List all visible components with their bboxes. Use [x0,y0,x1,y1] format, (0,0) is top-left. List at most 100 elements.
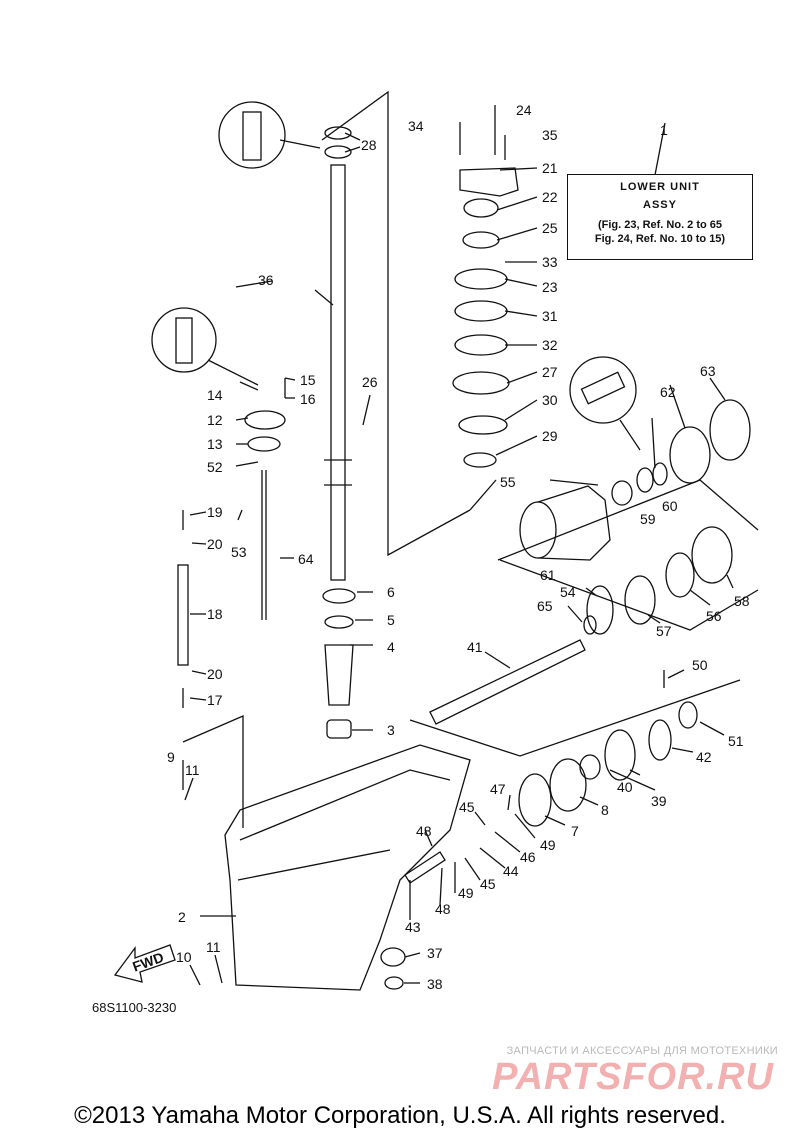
shim-57 [624,575,656,625]
callout-59: 59 [640,511,656,527]
callout-39: 39 [651,793,667,809]
part-12 [244,410,286,430]
diagram-code: 68S1100-3230 [92,1000,177,1015]
callout-3: 3 [387,722,395,738]
callout-11b: 11 [206,939,221,955]
callout-31: 31 [542,308,558,324]
callout-20a: 20 [207,536,223,552]
gasket-30 [458,415,508,435]
gear-54 [586,585,614,635]
prop-shaft-41 [429,639,586,725]
callout-labels: 1 2 3 4 5 6 7 8 9 10 11 11 12 13 14 15 1… [130,102,749,992]
oring-58 [691,526,733,584]
callout-30: 30 [542,392,558,408]
callout-10: 10 [176,949,192,965]
callout-34: 34 [408,118,424,134]
callout-51: 51 [728,733,744,749]
callout-53: 53 [231,544,247,560]
seal-60b [652,462,668,486]
callout-61: 61 [540,567,556,583]
ring-nut-63 [709,399,751,461]
title-box: LOWER UNIT ASSY (Fig. 23, Ref. No. 2 to … [567,174,753,260]
lower-case-2 [224,744,471,991]
part-3-bearing [326,719,352,739]
pinion-37 [380,947,406,967]
callout-42: 42 [696,749,712,765]
callout-20b: 20 [207,666,223,682]
callout-38: 38 [427,976,443,992]
callout-52: 52 [207,459,223,475]
detail-circle-oil-seal [218,101,286,169]
callout-5: 5 [387,612,395,628]
callout-14: 14 [207,387,223,403]
callout-54: 54 [560,584,576,600]
spring-51 [678,701,698,729]
seal-60a [636,467,654,493]
callout-45a: 45 [459,799,475,815]
callout-7: 7 [571,823,579,839]
callout-29: 29 [542,428,558,444]
callout-60: 60 [662,498,678,514]
callout-19: 19 [207,504,223,520]
callout-26: 26 [362,374,378,390]
callout-2: 2 [178,909,186,925]
bracket-line-main [321,90,471,557]
gasket-32 [454,334,508,356]
callout-48a: 48 [416,823,432,839]
callout-18: 18 [207,606,223,622]
watermark-brand: PARTSFOR.RU [492,1056,774,1098]
callout-28: 28 [361,137,377,153]
oring-29 [463,452,497,468]
callout-55: 55 [500,474,516,490]
callout-4: 4 [387,639,395,655]
plate-27 [452,371,510,395]
callout-62: 62 [660,384,676,400]
detail-circle-grease [151,307,217,373]
callout-16: 16 [300,391,316,407]
part-5 [324,615,354,629]
callout-50: 50 [692,657,708,673]
callout-22: 22 [542,189,558,205]
copyright-notice: ©2013 Yamaha Motor Corporation, U.S.A. A… [74,1102,726,1129]
shim-7 [518,773,552,827]
gear-40 [604,729,636,781]
detail-circle-shim [569,356,637,424]
callout-37: 37 [427,945,443,961]
callout-1: 1 [660,122,668,138]
callout-41: 41 [467,639,483,655]
bearing-28a [324,126,352,140]
callout-49b: 49 [458,885,474,901]
callout-12: 12 [207,412,223,428]
callout-56: 56 [706,608,722,624]
title-line-1: LOWER UNIT [620,181,700,193]
washer-40b [579,754,601,780]
fwd-arrow [113,944,176,983]
part-6 [322,588,356,604]
washer-65 [583,615,597,635]
watermark-tagline: ЗАПЧАСТИ И АКСЕССУАРЫ ДЛЯ МОТОТЕХНИКИ [506,1045,778,1057]
callout-11a: 11 [185,762,200,778]
callout-65: 65 [537,598,553,614]
bearing-59 [611,480,633,506]
callout-64: 64 [298,551,314,567]
title-line-3: (Fig. 23, Ref. No. 2 to 65 [597,219,723,231]
callout-46: 46 [520,849,536,865]
bracket-line-lower [182,715,244,828]
impeller-25 [462,231,500,249]
callout-48b: 48 [435,901,451,917]
callout-25: 25 [542,220,558,236]
callout-9: 9 [167,749,175,765]
callout-45b: 45 [480,876,496,892]
callout-27: 27 [542,364,558,380]
bearing-28b [324,145,352,159]
ring-62 [669,426,711,484]
callout-21: 21 [542,160,558,176]
callout-49a: 49 [540,837,556,853]
callout-32: 32 [542,337,558,353]
callout-24: 24 [516,102,532,118]
callout-44: 44 [503,863,519,879]
bearing-8 [549,758,587,812]
prop-housing-55 [519,501,557,559]
title-line-4: Fig. 24, Ref. No. 10 to 15) [594,233,726,245]
pump-housing-21 [459,167,519,197]
